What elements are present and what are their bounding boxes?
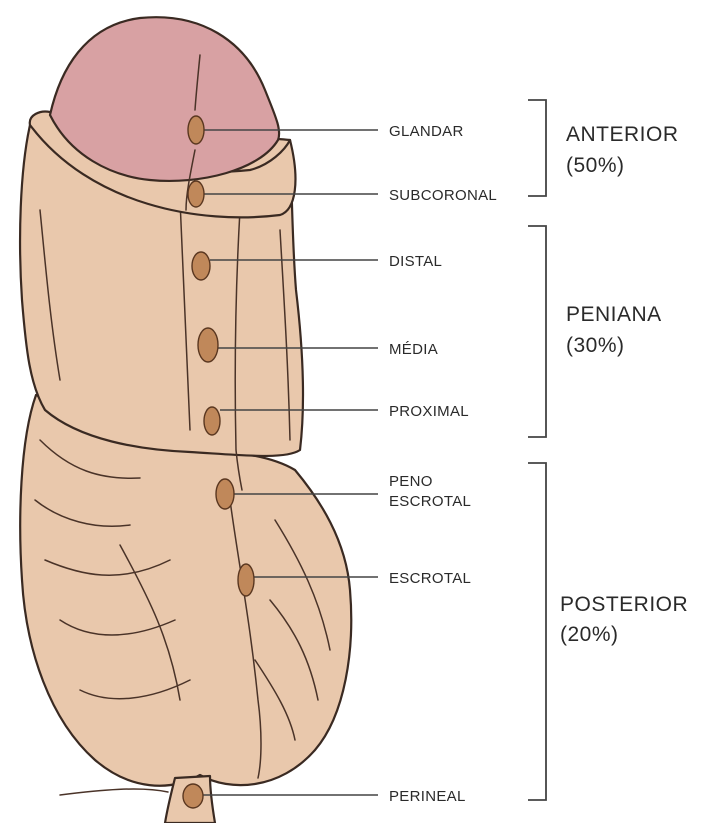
anatomy-illustration xyxy=(20,17,351,823)
location-label-line: DISTAL xyxy=(389,253,442,270)
location-label-line: MÉDIA xyxy=(389,341,438,358)
group-percent-posterior: (20%) xyxy=(560,623,619,646)
group-brackets xyxy=(528,100,546,800)
meatus-dot-subcoronal xyxy=(188,181,204,207)
location-label-line: SUBCORONAL xyxy=(389,187,497,204)
bracket-anterior xyxy=(528,100,546,196)
meatus-dot-distal xyxy=(192,252,210,280)
location-label-penoescrotal: PENO ESCROTAL xyxy=(389,473,471,510)
location-label-line: ESCROTAL xyxy=(389,493,471,510)
meatus-dot-glandar xyxy=(188,116,204,144)
location-label-media: MÉDIA xyxy=(389,341,438,358)
meatus-dot-perineal xyxy=(183,784,203,808)
meatus-dot-media xyxy=(198,328,218,362)
location-label-escrotal: ESCROTAL xyxy=(389,570,471,587)
group-name-peniana: PENIANA xyxy=(566,303,662,326)
bracket-peniana xyxy=(528,226,546,437)
location-label-glandar: GLANDAR xyxy=(389,123,464,140)
location-label-line: PENO xyxy=(389,473,433,490)
location-label-perineal: PERINEAL xyxy=(389,788,466,805)
meatus-dot-escrotal xyxy=(238,564,254,596)
location-labels: GLANDAR SUBCORONAL DISTAL MÉDIA PROXIMAL PENO… xyxy=(389,123,497,805)
location-label-distal: DISTAL xyxy=(389,253,442,270)
glans xyxy=(50,17,279,181)
meatus-dot-penoescrotal xyxy=(216,479,234,509)
bracket-posterior xyxy=(528,463,546,800)
location-label-line: ESCROTAL xyxy=(389,570,471,587)
group-percent-peniana: (30%) xyxy=(566,334,625,357)
location-label-line: GLANDAR xyxy=(389,123,464,140)
perineal-fold xyxy=(60,789,168,795)
scrotum xyxy=(20,395,351,786)
group-labels: ANTERIOR (50%) PENIANA (30%) POSTERIOR (20%) xyxy=(560,123,688,646)
location-label-line: PERINEAL xyxy=(389,788,466,805)
location-label-line: PROXIMAL xyxy=(389,403,469,420)
location-label-proximal: PROXIMAL xyxy=(389,403,469,420)
meatus-dot-proximal xyxy=(204,407,220,435)
location-label-subcoronal: SUBCORONAL xyxy=(389,187,497,204)
group-percent-anterior: (50%) xyxy=(566,154,625,177)
group-name-posterior: POSTERIOR xyxy=(560,593,688,616)
group-name-anterior: ANTERIOR xyxy=(566,123,679,146)
